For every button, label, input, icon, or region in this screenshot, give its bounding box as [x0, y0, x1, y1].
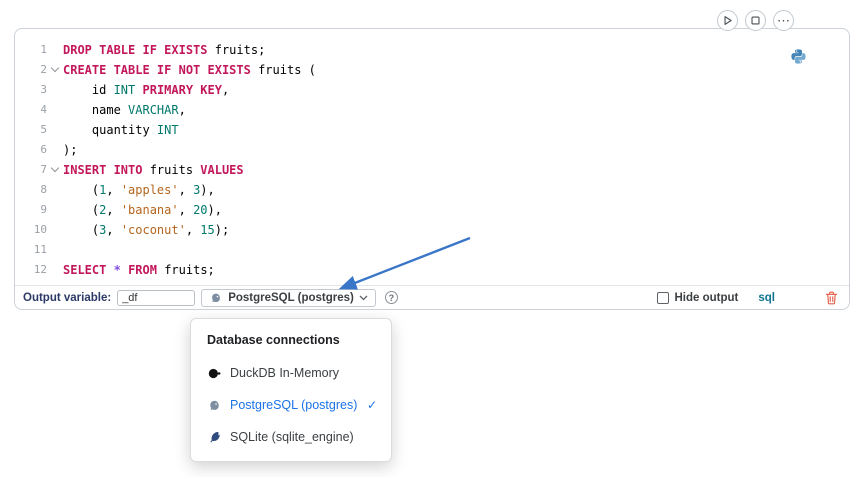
code-line: 2 CREATE TABLE IF NOT EXISTS fruits (: [15, 60, 837, 80]
code-line: 1 DROP TABLE IF EXISTS fruits;: [15, 40, 837, 60]
menu-item-label: PostgreSQL (postgres): [230, 398, 358, 412]
hide-output-checkbox[interactable]: [656, 291, 669, 304]
line-number: 4: [40, 103, 47, 116]
menu-item-duckdb-in-memory[interactable]: DuckDB In-Memory: [191, 357, 391, 389]
connection-select[interactable]: PostgreSQL (postgres): [201, 288, 376, 307]
code-line: 4 name VARCHAR,: [15, 100, 837, 120]
more-button[interactable]: ⋯: [773, 10, 794, 31]
menu-title: Database connections: [207, 333, 340, 347]
line-number: 9: [40, 203, 47, 216]
fold-spacer: [47, 180, 63, 200]
menu-item-postgresql-postgres[interactable]: PostgreSQL (postgres) ✓: [191, 389, 391, 421]
stop-button[interactable]: [745, 10, 766, 31]
code-line: 10 (3, 'coconut', 15);: [15, 220, 837, 240]
fold-spacer: [47, 40, 63, 60]
line-number: 10: [33, 223, 47, 236]
postgresql-icon: [209, 292, 223, 304]
fold-spacer: [47, 200, 63, 220]
menu-item-label: SQLite (sqlite_engine): [230, 430, 354, 444]
cell-action-toolbar: ⋯: [717, 10, 794, 31]
line-number: 5: [40, 123, 47, 136]
hide-output-label: Hide output: [674, 291, 739, 304]
code-text: quantity INT: [63, 123, 179, 137]
code-line: 12 SELECT * FROM fruits;: [15, 260, 837, 280]
postgresql-icon: [207, 399, 221, 412]
help-icon[interactable]: ?: [384, 291, 398, 304]
ellipsis-icon: ⋯: [777, 13, 790, 28]
code-text: (3, 'coconut', 15);: [63, 223, 230, 237]
line-number: 12: [33, 263, 47, 276]
code-text: (1, 'apples', 3),: [63, 183, 215, 197]
code-text: id INT PRIMARY KEY,: [63, 83, 230, 97]
cell-footer: Output variable: PostgreSQL (postgres) ?…: [15, 285, 849, 309]
code-line: 8 (1, 'apples', 3),: [15, 180, 837, 200]
code-text: (2, 'banana', 20),: [63, 203, 222, 217]
language-badge: sql: [758, 291, 775, 304]
sql-cell: 1 DROP TABLE IF EXISTS fruits; 2 CREATE TAB…: [14, 28, 850, 310]
line-number: 6: [40, 143, 47, 156]
sqlite-icon: [207, 431, 221, 443]
connection-select-label: PostgreSQL (postgres): [228, 291, 354, 304]
code-text: );: [63, 143, 78, 157]
code-line: 6);: [15, 140, 837, 160]
line-number: 1: [40, 43, 47, 56]
stop-icon: [751, 16, 760, 25]
output-variable-label: Output variable:: [23, 291, 112, 304]
chevron-down-icon: [359, 295, 368, 300]
code-line: 3 id INT PRIMARY KEY,: [15, 80, 837, 100]
play-icon: [724, 16, 732, 25]
fold-spacer: [47, 120, 63, 140]
trash-icon[interactable]: [825, 291, 838, 305]
fold-chevron-icon[interactable]: [47, 160, 63, 180]
fold-spacer: [47, 140, 63, 160]
menu-item-sqlite-sqlite-engine[interactable]: SQLite (sqlite_engine): [191, 421, 391, 453]
python-icon: [790, 48, 807, 70]
duckdb-icon: [207, 367, 221, 380]
fold-spacer: [47, 240, 63, 260]
fold-chevron-icon[interactable]: [47, 60, 63, 80]
fold-spacer: [47, 100, 63, 120]
code-text: name VARCHAR,: [63, 103, 186, 117]
code-line: 11: [15, 240, 837, 260]
run-button[interactable]: [717, 10, 738, 31]
fold-spacer: [47, 220, 63, 240]
code-text: INSERT INTO fruits VALUES: [63, 163, 244, 177]
fold-spacer: [47, 260, 63, 280]
check-icon: ✓: [366, 398, 377, 412]
code-text: SELECT * FROM fruits;: [63, 263, 215, 277]
line-number: 11: [33, 243, 47, 256]
menu-item-label: DuckDB In-Memory: [230, 366, 340, 380]
line-number: 8: [40, 183, 47, 196]
line-number: 7: [40, 163, 47, 176]
output-variable-input[interactable]: [117, 289, 196, 306]
line-number: 3: [40, 83, 47, 96]
code-line: 7 INSERT INTO fruits VALUES: [15, 160, 837, 180]
line-number: 2: [40, 63, 47, 76]
code-text: DROP TABLE IF EXISTS fruits;: [63, 43, 266, 57]
code-text: CREATE TABLE IF NOT EXISTS fruits (: [63, 63, 316, 77]
code-line: 9 (2, 'banana', 20),: [15, 200, 837, 220]
code-line: 5 quantity INT: [15, 120, 837, 140]
fold-spacer: [47, 80, 63, 100]
code-editor[interactable]: 1 DROP TABLE IF EXISTS fruits; 2 CREATE TAB…: [15, 40, 837, 280]
